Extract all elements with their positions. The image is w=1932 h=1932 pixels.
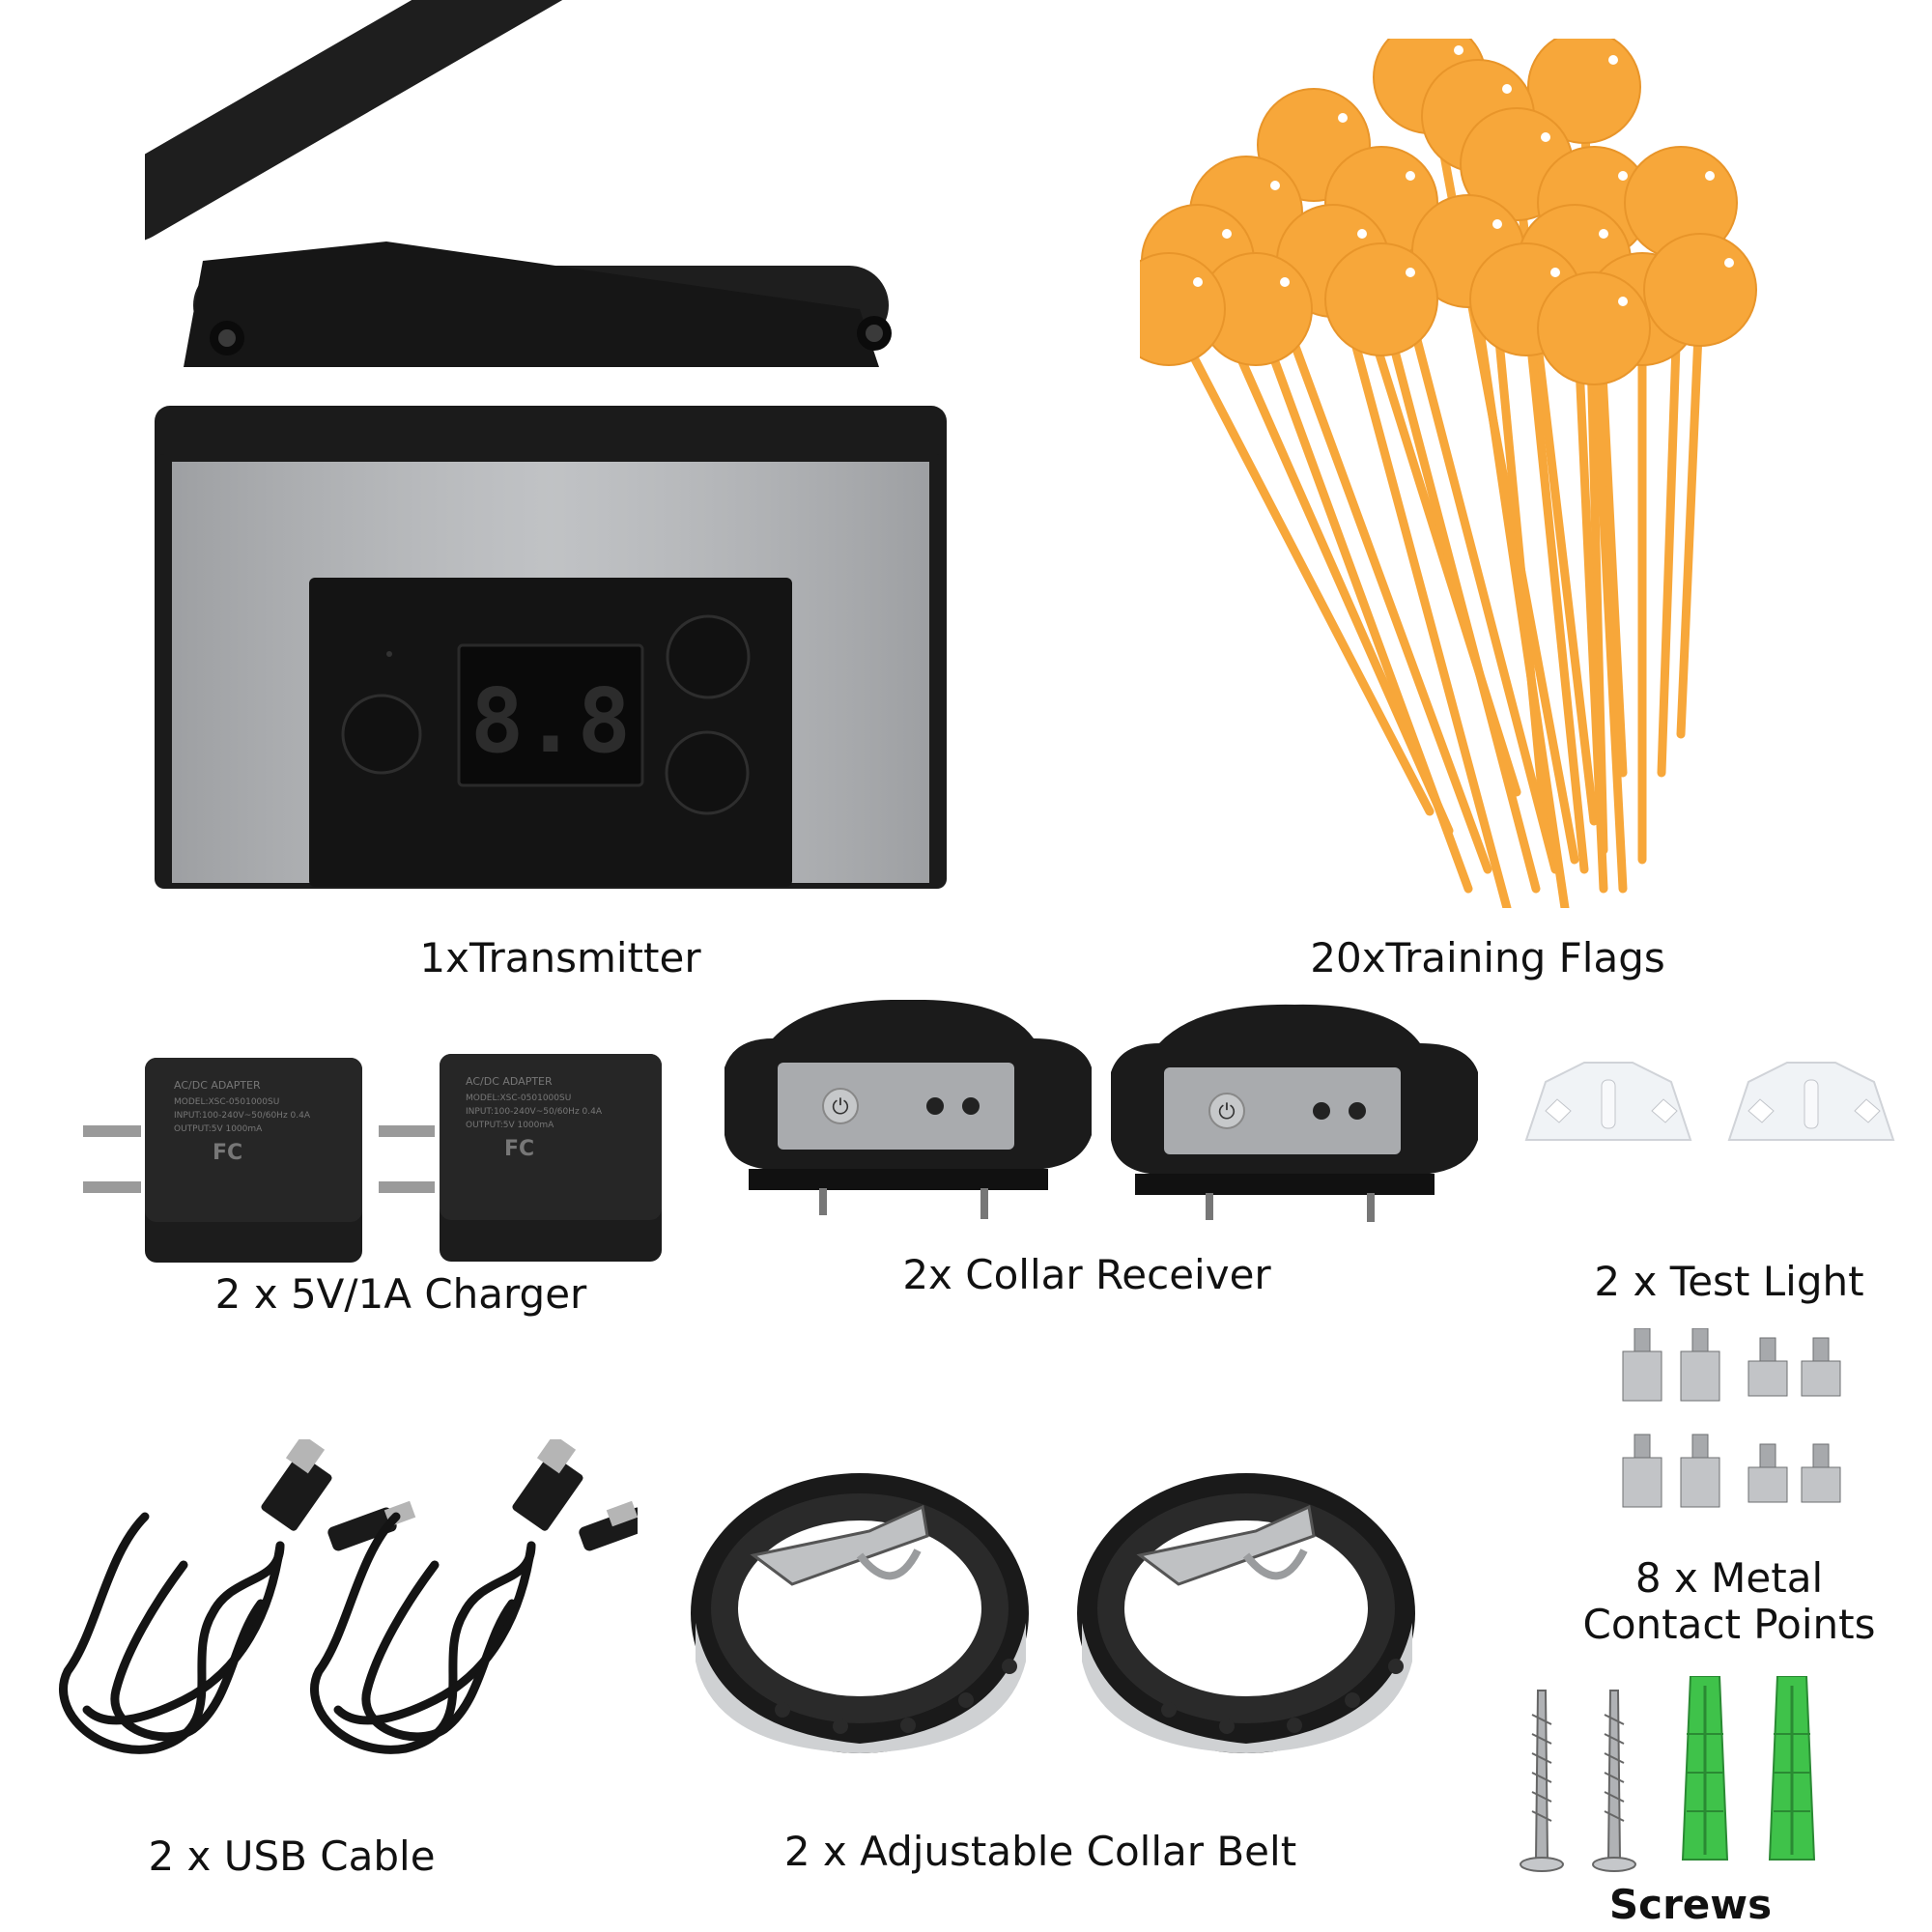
usb-cable-1: [59, 1439, 416, 1754]
contact-port: [1349, 1102, 1366, 1120]
test-light-image: [1517, 1053, 1903, 1179]
flag-disc: [1140, 252, 1226, 366]
charger-1: AC/DC ADAPTER MODEL:XSC-0501000SU INPUT:…: [83, 1058, 362, 1263]
flag-stake: [1521, 295, 1589, 874]
metal-points-caption-line1: 8 x Metal: [1634, 1554, 1824, 1602]
flag-hole: [1492, 219, 1502, 229]
metal-contact-point: [1801, 1443, 1841, 1503]
power-icon: ⏻: [832, 1095, 848, 1120]
collar-belt-1: [691, 1473, 1029, 1753]
adapter-fc: FC: [504, 1137, 534, 1161]
wall-anchor-1: [1681, 1676, 1729, 1861]
flag-hole: [1599, 229, 1608, 239]
flag-stake: [1251, 304, 1473, 894]
flag-hole: [1280, 277, 1290, 287]
flag-hole: [1724, 258, 1734, 268]
flag-stake: [1463, 246, 1570, 908]
contact-port: [962, 1097, 980, 1115]
up-button[interactable]: [666, 614, 751, 699]
adapter-model: MODEL:XSC-0501000SU: [174, 1097, 279, 1107]
flag-hole: [1406, 171, 1415, 181]
flag-disc: [1537, 271, 1651, 385]
flag-hole: [1541, 132, 1550, 142]
flag-hole: [1618, 297, 1628, 306]
flag-hole: [1618, 171, 1628, 181]
flag-hole: [1705, 171, 1715, 181]
flag-stake: [1589, 324, 1628, 894]
indicator-led: [386, 651, 392, 657]
flag-stake: [1676, 285, 1705, 739]
contact-port: [926, 1097, 944, 1115]
screw-2: [1592, 1690, 1636, 1872]
metal-contact-points-image: [1613, 1328, 1864, 1521]
adapter-model: MODEL:XSC-0501000SU: [466, 1094, 571, 1103]
collar-receiver-image: ⏻ ⏻: [715, 1000, 1488, 1222]
display-digits: 8.8: [470, 669, 631, 773]
metal-contact-point: [1680, 1434, 1720, 1508]
test-light-caption: 2 x Test Light: [1594, 1258, 1864, 1305]
flag-stake: [1328, 256, 1512, 908]
flag-disc: [1527, 39, 1641, 144]
collar-receiver-caption: 2x Collar Receiver: [902, 1251, 1271, 1298]
screw-1: [1520, 1690, 1564, 1872]
adapter-input: INPUT:100-240V~50/60Hz 0.4A: [174, 1111, 311, 1121]
flag-stake: [1164, 304, 1435, 816]
flag-hole: [1406, 268, 1415, 277]
flag-hole: [1193, 277, 1203, 287]
charger-2: AC/DC ADAPTER MODEL:XSC-0501000SU INPUT:…: [379, 1054, 662, 1262]
adapter-input: INPUT:100-240V~50/60Hz 0.4A: [466, 1107, 603, 1117]
antenna-left: [145, 0, 675, 242]
adapter-fc: FC: [213, 1141, 242, 1165]
power-icon: ⏻: [1218, 1100, 1235, 1124]
digital-display: [457, 643, 644, 787]
receiver-1: ⏻: [724, 1000, 1092, 1219]
flag-hole: [1550, 268, 1560, 277]
screws-caption: Screws: [1608, 1881, 1773, 1928]
wall-anchor-2: [1768, 1676, 1816, 1861]
metal-contact-point: [1747, 1337, 1788, 1397]
flags-caption: 20xTraining Flags: [1310, 934, 1665, 981]
power-button[interactable]: [1208, 1093, 1245, 1129]
collar-belt-caption: 2 x Adjustable Collar Belt: [783, 1828, 1297, 1875]
flag-disc: [1324, 242, 1438, 356]
down-button[interactable]: [665, 730, 750, 815]
charger-image: AC/DC ADAPTER MODEL:XSC-0501000SU INPUT:…: [68, 1038, 686, 1270]
metal-contact-point: [1680, 1328, 1720, 1402]
flag-hole: [1608, 55, 1618, 65]
flag-stake: [1377, 295, 1541, 894]
flag-hole: [1454, 45, 1463, 55]
flag-hole: [1270, 181, 1280, 190]
metal-contact-point: [1622, 1434, 1662, 1508]
flag-hole: [1502, 84, 1512, 94]
test-light-2: [1727, 1062, 1895, 1141]
metal-points-caption-line2: Contact Points: [1582, 1601, 1876, 1648]
metal-contact-point: [1747, 1443, 1788, 1503]
screws-image: [1517, 1676, 1864, 1889]
adapter-output: OUTPUT:5V 1000mA: [466, 1121, 554, 1130]
power-button[interactable]: [822, 1088, 859, 1124]
flag-hole: [1357, 229, 1367, 239]
flag-hole: [1222, 229, 1232, 239]
usb-cable-2: [310, 1439, 638, 1754]
usb-cable-image: [39, 1439, 638, 1787]
transmitter-image: 8.8: [145, 0, 956, 908]
usb-cable-caption: 2 x USB Cable: [148, 1833, 436, 1880]
collar-belt-2: [1077, 1473, 1415, 1753]
collar-belt-image: [686, 1439, 1430, 1758]
metal-contact-point: [1801, 1337, 1841, 1397]
adapter-output: OUTPUT:5V 1000mA: [174, 1124, 263, 1134]
charger-caption: 2 x 5V/1A Charger: [214, 1270, 587, 1318]
adapter-title: AC/DC ADAPTER: [174, 1079, 261, 1092]
flag-hole: [1338, 113, 1348, 123]
contact-port: [1313, 1102, 1330, 1120]
metal-contact-point: [1622, 1328, 1662, 1402]
left-button[interactable]: [341, 694, 422, 775]
training-flags-image: [1140, 39, 1797, 908]
transmitter-caption: 1xTransmitter: [419, 934, 701, 981]
test-light-1: [1524, 1062, 1692, 1141]
receiver-2: ⏻: [1111, 1004, 1478, 1222]
adapter-title: AC/DC ADAPTER: [466, 1075, 553, 1088]
flag-disc: [1643, 233, 1757, 347]
